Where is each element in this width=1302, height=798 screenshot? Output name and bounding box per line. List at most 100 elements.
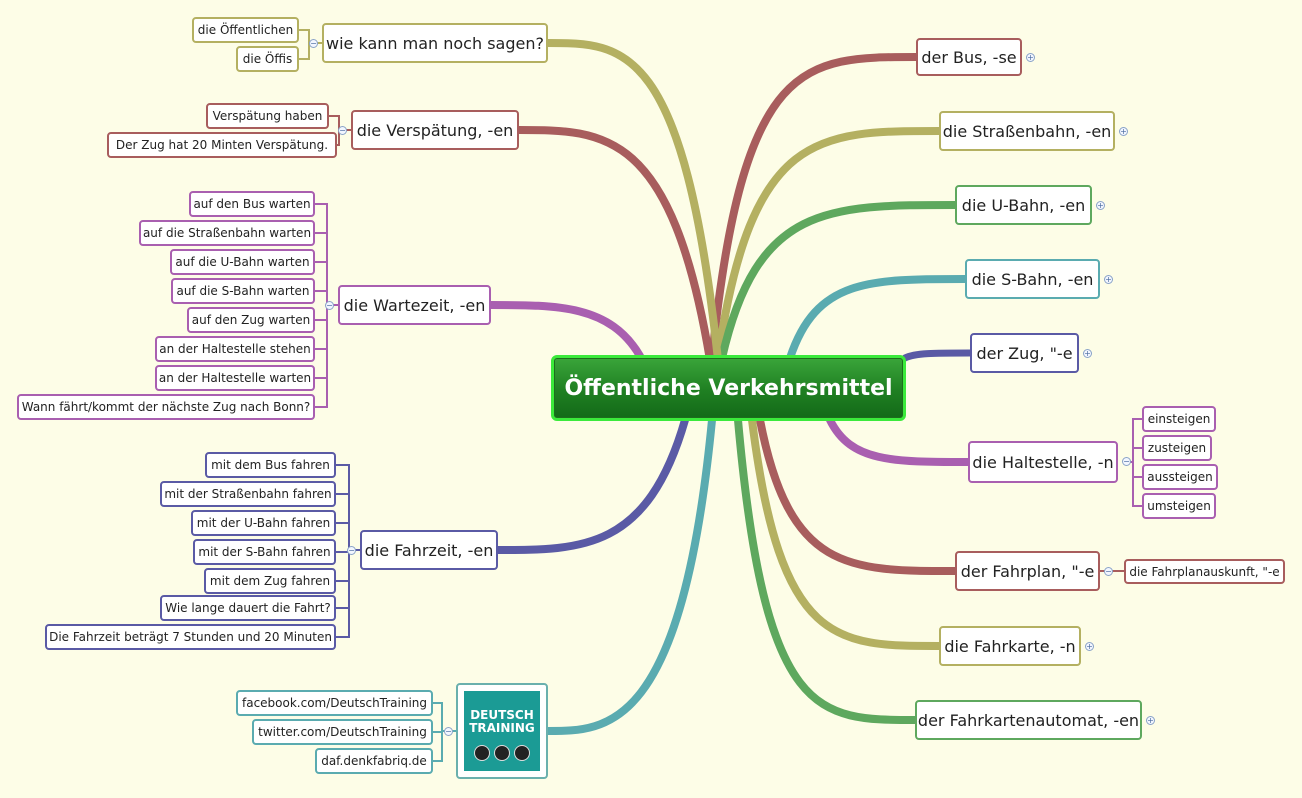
right-topic-5-label: die Haltestelle, -n bbox=[972, 452, 1114, 472]
left-1-child-0-label: Verspätung haben bbox=[212, 109, 323, 123]
left-3-child-5-label: Wie lange dauert die Fahrt? bbox=[165, 601, 331, 615]
minus-icon[interactable]: − bbox=[338, 126, 347, 135]
right-topic-7[interactable]: die Fahrkarte, -n bbox=[939, 626, 1081, 666]
right-topic-4[interactable]: der Zug, "-e bbox=[970, 333, 1079, 373]
haltestelle-child-3[interactable]: umsteigen bbox=[1142, 493, 1216, 519]
left-2-child-0-label: auf den Bus warten bbox=[193, 197, 311, 211]
right-topic-3-label: die S-Bahn, -en bbox=[971, 269, 1094, 289]
left-3-child-4-label: mit dem Zug fahren bbox=[209, 574, 331, 588]
plus-icon[interactable]: + bbox=[1119, 127, 1128, 136]
haltestelle-child-0-label: einsteigen bbox=[1147, 412, 1211, 426]
left-3-child-3[interactable]: mit der S-Bahn fahren bbox=[193, 539, 336, 565]
left-3-child-2[interactable]: mit der U-Bahn fahren bbox=[191, 510, 336, 536]
plus-icon[interactable]: + bbox=[1026, 53, 1035, 62]
minus-icon[interactable]: − bbox=[309, 39, 318, 48]
logo-group-icon bbox=[514, 745, 530, 761]
left-2-child-4[interactable]: auf den Zug warten bbox=[187, 307, 315, 333]
haltestelle-child-1-label: zusteigen bbox=[1147, 441, 1207, 455]
left-3-child-5[interactable]: Wie lange dauert die Fahrt? bbox=[160, 595, 336, 621]
right-topic-2[interactable]: die U-Bahn, -en bbox=[955, 185, 1092, 225]
left-2-child-6-label: an der Haltestelle warten bbox=[158, 371, 312, 385]
haltestelle-child-0[interactable]: einsteigen bbox=[1142, 406, 1216, 432]
left-3-child-1[interactable]: mit der Straßenbahn fahren bbox=[160, 481, 336, 507]
central-topic[interactable]: Öffentliche Verkehrsmittel bbox=[551, 355, 906, 421]
logo-badge-icon bbox=[474, 745, 490, 761]
logo-chart-icon bbox=[494, 745, 510, 761]
right-topic-0[interactable]: der Bus, -se bbox=[916, 38, 1022, 76]
branch-connector bbox=[335, 549, 361, 638]
branch-connector bbox=[1127, 461, 1143, 507]
branch-connector bbox=[734, 416, 919, 724]
left-1-child-0[interactable]: Verspätung haben bbox=[206, 103, 329, 129]
left-1-child-1[interactable]: Der Zug hat 20 Minten Verspätung. bbox=[107, 132, 337, 158]
haltestelle-child-1[interactable]: zusteigen bbox=[1142, 435, 1212, 461]
left-2-child-5-label: an der Haltestelle stehen bbox=[159, 342, 311, 356]
left-topic-2[interactable]: die Wartezeit, -en bbox=[338, 285, 491, 325]
plus-icon[interactable]: + bbox=[1085, 642, 1094, 651]
left-4-child-1[interactable]: twitter.com/DeutschTraining bbox=[252, 719, 433, 745]
left-topic-2-label: die Wartezeit, -en bbox=[343, 295, 486, 315]
haltestelle-child-2[interactable]: aussteigen bbox=[1142, 464, 1218, 490]
logo-line-1: DEUTSCH bbox=[470, 708, 534, 722]
left-2-child-7[interactable]: Wann fährt/kommt der nächste Zug nach Bo… bbox=[17, 394, 315, 420]
left-topic-0[interactable]: wie kann man noch sagen? bbox=[322, 23, 548, 63]
left-0-child-0-label: die Öffentlichen bbox=[197, 23, 294, 37]
central-topic-label: Öffentliche Verkehrsmittel bbox=[564, 375, 893, 401]
plus-icon[interactable]: + bbox=[1083, 349, 1092, 358]
left-topic-3[interactable]: die Fahrzeit, -en bbox=[360, 530, 498, 570]
right-topic-0-label: der Bus, -se bbox=[921, 47, 1017, 67]
left-3-child-0[interactable]: mit dem Bus fahren bbox=[205, 452, 336, 478]
left-topic-1[interactable]: die Verspätung, -en bbox=[351, 110, 519, 150]
branch-connector bbox=[718, 201, 959, 362]
left-2-child-2[interactable]: auf die U-Bahn warten bbox=[170, 249, 315, 275]
left-1-child-1-label: Der Zug hat 20 Minten Verspätung. bbox=[115, 138, 329, 152]
haltestelle-child-3-label: umsteigen bbox=[1147, 499, 1211, 513]
plus-icon[interactable]: + bbox=[1146, 716, 1155, 725]
left-3-child-4[interactable]: mit dem Zug fahren bbox=[204, 568, 336, 594]
minus-icon[interactable]: − bbox=[1122, 457, 1131, 466]
left-2-child-3[interactable]: auf die S-Bahn warten bbox=[171, 278, 315, 304]
deutsch-training-logo[interactable]: DEUTSCH TRAINING bbox=[456, 683, 548, 779]
branch-connector bbox=[1127, 461, 1143, 478]
left-topic-3-label: die Fahrzeit, -en bbox=[364, 540, 494, 560]
left-2-child-1[interactable]: auf die Straßenbahn warten bbox=[139, 220, 315, 246]
plus-icon[interactable]: + bbox=[1096, 201, 1105, 210]
right-topic-6-label: der Fahrplan, "-e bbox=[960, 561, 1095, 581]
plus-icon[interactable]: + bbox=[1104, 275, 1113, 284]
minus-icon[interactable]: − bbox=[1104, 567, 1113, 576]
right-topic-6[interactable]: der Fahrplan, "-e bbox=[955, 551, 1100, 591]
branch-connector bbox=[748, 416, 943, 650]
right-topic-2-label: die U-Bahn, -en bbox=[961, 195, 1086, 215]
right-topic-1-label: die Straßenbahn, -en bbox=[942, 121, 1112, 141]
logo-line-2: TRAINING bbox=[469, 721, 535, 735]
left-3-child-6[interactable]: Die Fahrzeit beträgt 7 Stunden und 20 Mi… bbox=[45, 624, 336, 650]
left-3-child-0-label: mit dem Bus fahren bbox=[211, 458, 330, 472]
left-2-child-3-label: auf die S-Bahn warten bbox=[176, 284, 310, 298]
right-topic-8[interactable]: der Fahrkartenautomat, -en bbox=[915, 700, 1142, 740]
left-0-child-1-label: die Öffis bbox=[242, 52, 293, 66]
left-3-child-6-label: Die Fahrzeit beträgt 7 Stunden und 20 Mi… bbox=[49, 630, 332, 644]
right-topic-1[interactable]: die Straßenbahn, -en bbox=[939, 111, 1115, 151]
left-2-child-0[interactable]: auf den Bus warten bbox=[189, 191, 315, 217]
haltestelle-child-2-label: aussteigen bbox=[1147, 470, 1213, 484]
branch-connector bbox=[544, 416, 716, 735]
left-4-child-0[interactable]: facebook.com/DeutschTraining bbox=[236, 690, 433, 716]
left-2-child-6[interactable]: an der Haltestelle warten bbox=[155, 365, 315, 391]
left-4-child-2[interactable]: daf.denkfabriq.de bbox=[315, 748, 433, 774]
right-topic-3[interactable]: die S-Bahn, -en bbox=[965, 259, 1100, 299]
left-4-child-0-label: facebook.com/DeutschTraining bbox=[241, 696, 428, 710]
left-2-child-4-label: auf den Zug warten bbox=[191, 313, 311, 327]
branch-connector bbox=[515, 126, 714, 364]
left-0-child-0[interactable]: die Öffentlichen bbox=[192, 17, 299, 43]
right-topic-5[interactable]: die Haltestelle, -n bbox=[968, 441, 1118, 483]
minus-icon[interactable]: − bbox=[347, 546, 356, 555]
left-2-child-5[interactable]: an der Haltestelle stehen bbox=[155, 336, 315, 362]
minus-icon[interactable]: − bbox=[325, 301, 334, 310]
branch-connector bbox=[756, 416, 959, 575]
left-2-child-2-label: auf die U-Bahn warten bbox=[175, 255, 310, 269]
minus-icon[interactable]: − bbox=[444, 727, 453, 736]
left-0-child-1[interactable]: die Öffis bbox=[236, 46, 299, 72]
left-4-child-2-label: daf.denkfabriq.de bbox=[321, 754, 427, 768]
fahrplan-child-0[interactable]: die Fahrplanauskunft, "-e bbox=[1124, 559, 1285, 584]
